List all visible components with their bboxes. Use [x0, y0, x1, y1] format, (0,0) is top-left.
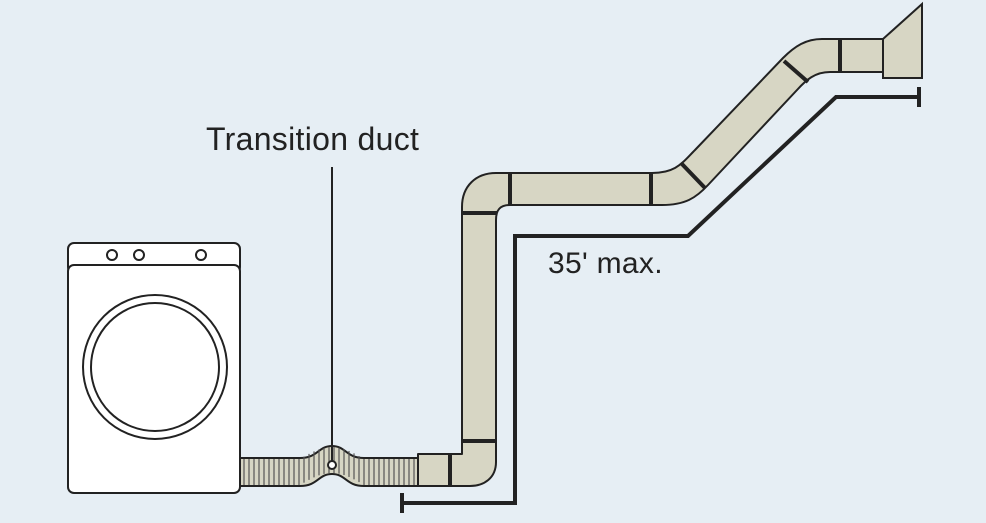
length-dimension-line — [400, 87, 921, 513]
coupling-7 — [782, 59, 810, 84]
exhaust-hood — [882, 1, 923, 79]
dryer-knob-2 — [133, 249, 145, 261]
dryer-knob-1 — [106, 249, 118, 261]
max-length-label: 35' max. — [548, 247, 663, 280]
coupling-6 — [679, 161, 707, 190]
transition-duct-label: Transition duct — [206, 121, 420, 157]
dryer-knob-3 — [195, 249, 207, 261]
flex-duct-ribs — [243, 447, 415, 485]
exhaust-hood-body — [882, 1, 923, 79]
duct-pointer-dot — [327, 460, 337, 470]
rigid-duct — [417, 38, 884, 487]
dryer — [67, 242, 241, 494]
dimension-path — [402, 95, 919, 505]
dryer-door-window — [90, 302, 220, 432]
